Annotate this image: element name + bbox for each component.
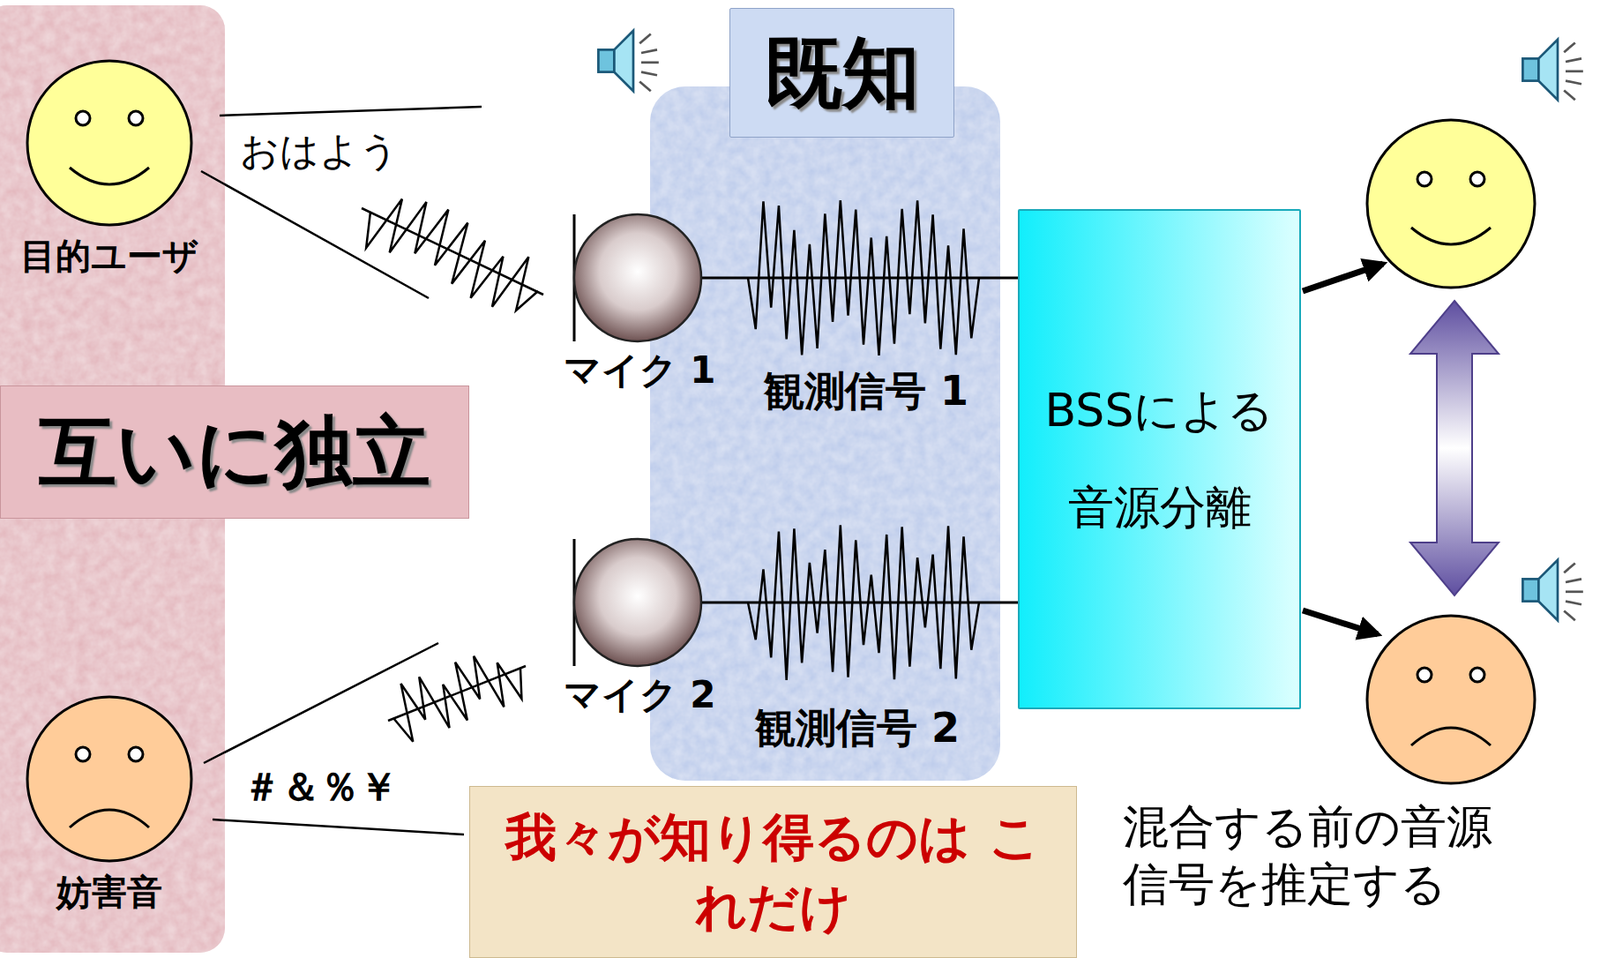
bss-box: BSSによる 音源分離	[1017, 209, 1301, 710]
part-label: 目的ユーザ	[20, 234, 199, 277]
box-text: 我々が知り得るのは これだけ	[491, 802, 1056, 942]
part-label: 妨害音	[56, 870, 163, 913]
signal-line	[701, 601, 1018, 605]
box-text: 既知	[764, 26, 920, 120]
box-text: 互いに独立	[38, 405, 431, 500]
microphone: マイク 1	[555, 207, 724, 393]
speaker-icon	[1522, 560, 1583, 621]
box-text: BSSによる 音源分離	[1035, 362, 1284, 555]
waveform	[366, 199, 539, 311]
waveform	[393, 656, 522, 742]
estimated-user-face	[1367, 119, 1535, 288]
estimate-note: 混合する前の音源 信号を推定する	[1122, 798, 1529, 913]
mic-shape	[555, 207, 724, 349]
signal-label: 観測信号 2	[755, 703, 960, 753]
noise-face: 妨害音	[16, 690, 202, 913]
part-label: マイク 1	[563, 348, 717, 393]
output-arrow	[1302, 610, 1378, 635]
noise-text: ＃＆％￥	[242, 763, 398, 811]
waveform	[361, 208, 544, 295]
speaker-icon	[598, 30, 658, 91]
waveform	[388, 665, 526, 721]
independence-banner: 互いに独立	[0, 385, 470, 519]
user-face: 目的ユーザ	[16, 54, 202, 277]
part-label: マイク 2	[563, 672, 717, 718]
signal-label: 観測信号 1	[763, 366, 969, 416]
speaker-icon	[1522, 39, 1583, 100]
double-arrow	[1410, 300, 1499, 596]
estimated-noise-face	[1367, 615, 1535, 784]
output-arrow	[1302, 263, 1384, 292]
signal-line	[701, 276, 1018, 280]
known-label: 既知	[729, 7, 955, 138]
speech-text: おはよう	[239, 127, 399, 175]
microphone: マイク 2	[555, 531, 724, 718]
note-box: 我々が知り得るのは これだけ	[469, 785, 1077, 958]
face-shape	[16, 54, 202, 232]
mic-shape	[555, 531, 724, 673]
face-shape	[16, 690, 202, 868]
